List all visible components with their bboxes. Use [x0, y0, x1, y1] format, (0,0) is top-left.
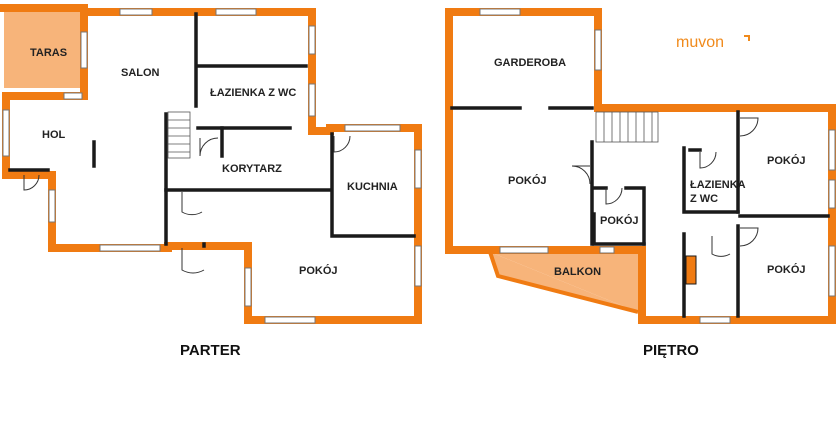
- room-label-salon: SALON: [121, 67, 160, 79]
- window: [99, 244, 161, 252]
- room-label-pokoj-right-bottom: POKÓJ: [767, 263, 806, 276]
- window: [2, 109, 10, 157]
- interior-wall: [682, 146, 740, 214]
- door-swing: [699, 151, 717, 169]
- logo-mark-icon: [744, 35, 750, 41]
- window: [479, 8, 521, 16]
- door-swing: [181, 248, 205, 274]
- interior-wall: [624, 186, 646, 246]
- window: [414, 149, 422, 189]
- room-label-balkon: BALKON: [554, 266, 601, 278]
- window: [594, 29, 602, 71]
- window: [344, 124, 401, 132]
- door-swing: [605, 187, 623, 205]
- ground-floor-plan: TARAS SALON HOL ŁAZIENKA Z WC KORYTARZ K…: [0, 4, 422, 359]
- chimney: [685, 255, 697, 285]
- room-label-taras: TARAS: [30, 47, 67, 59]
- window: [599, 246, 615, 254]
- upper-floor-title: PIĘTRO: [643, 342, 699, 359]
- window: [80, 31, 88, 69]
- window: [828, 245, 836, 297]
- logo-text: muvon: [676, 34, 724, 51]
- ground-floor-title: PARTER: [180, 342, 241, 359]
- staircase: [595, 111, 659, 143]
- balcony-edge: [488, 251, 639, 314]
- door-swing: [199, 137, 219, 157]
- window: [63, 92, 83, 100]
- door-swing: [181, 192, 203, 216]
- window: [414, 245, 422, 287]
- window: [499, 246, 549, 254]
- window: [215, 8, 257, 16]
- door-swing: [739, 227, 759, 247]
- room-label-lazienka: ŁAZIENKA: [690, 179, 746, 191]
- door-swing: [333, 135, 351, 153]
- room-label-kuchnia: KUCHNIA: [347, 181, 398, 193]
- room-label-pokoj: POKÓJ: [508, 174, 547, 187]
- interior-wall: [592, 212, 646, 246]
- room-label-pokoj-small: POKÓJ: [600, 214, 639, 227]
- room-label-korytarz: KORYTARZ: [222, 163, 282, 175]
- balcony-fill: [490, 252, 638, 312]
- door-swing: [23, 174, 40, 191]
- window: [48, 189, 56, 223]
- interior-wall: [330, 132, 416, 238]
- room-label-lazienka: ŁAZIENKA Z WC: [210, 87, 296, 99]
- staircase: [167, 111, 191, 159]
- window: [828, 179, 836, 209]
- room-label-garderoba: GARDEROBA: [494, 57, 566, 69]
- room-label-hol: HOL: [42, 129, 66, 141]
- window: [119, 8, 153, 16]
- door-swing: [711, 236, 731, 257]
- window: [308, 83, 316, 117]
- terrace-area: [4, 8, 84, 88]
- window: [308, 25, 316, 55]
- muvon-logo: muvon: [676, 34, 750, 51]
- upper-floor-plan: GARDEROBA POKÓJ POKÓJ BALKON ŁAZIENKA Z …: [445, 8, 836, 359]
- window: [828, 129, 836, 171]
- window: [244, 267, 252, 307]
- window: [264, 316, 316, 324]
- window: [699, 316, 731, 324]
- room-label-pokoj-right-top: POKÓJ: [767, 154, 806, 167]
- room-label-pokoj: POKÓJ: [299, 264, 338, 277]
- door-swing: [571, 165, 591, 185]
- door-swing: [739, 117, 759, 137]
- room-label-lazienka-line2: Z WC: [690, 193, 718, 205]
